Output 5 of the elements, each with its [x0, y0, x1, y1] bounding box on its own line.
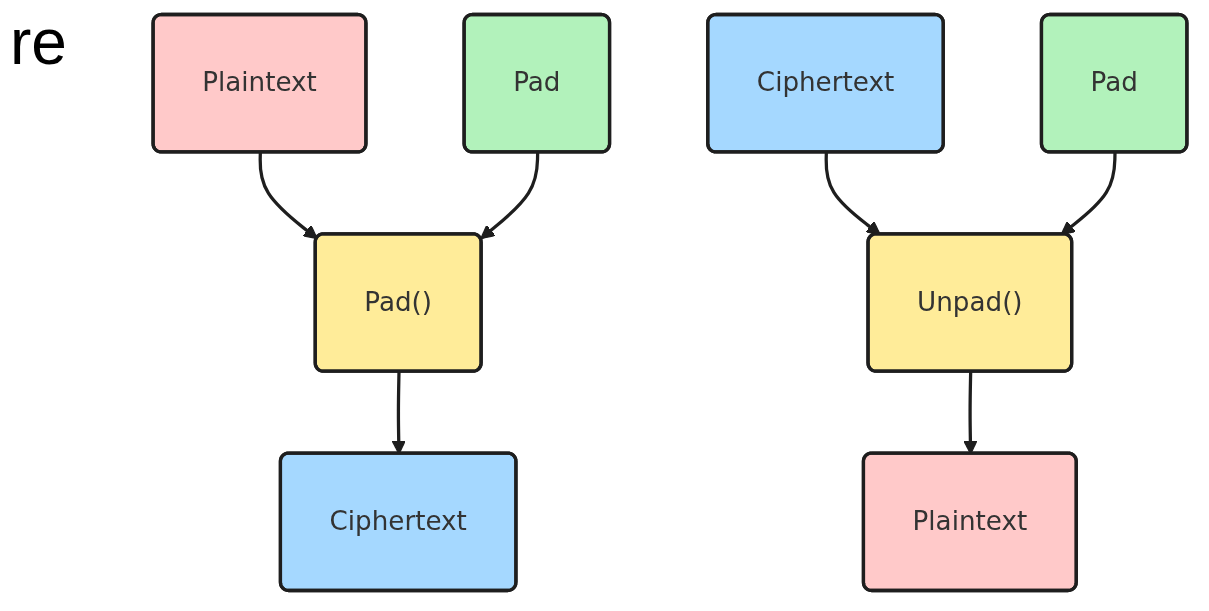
arrow — [824, 152, 881, 236]
heading-text: re — [10, 5, 67, 79]
arrow — [1060, 152, 1117, 236]
arrow — [258, 152, 318, 240]
arrow — [480, 152, 540, 240]
